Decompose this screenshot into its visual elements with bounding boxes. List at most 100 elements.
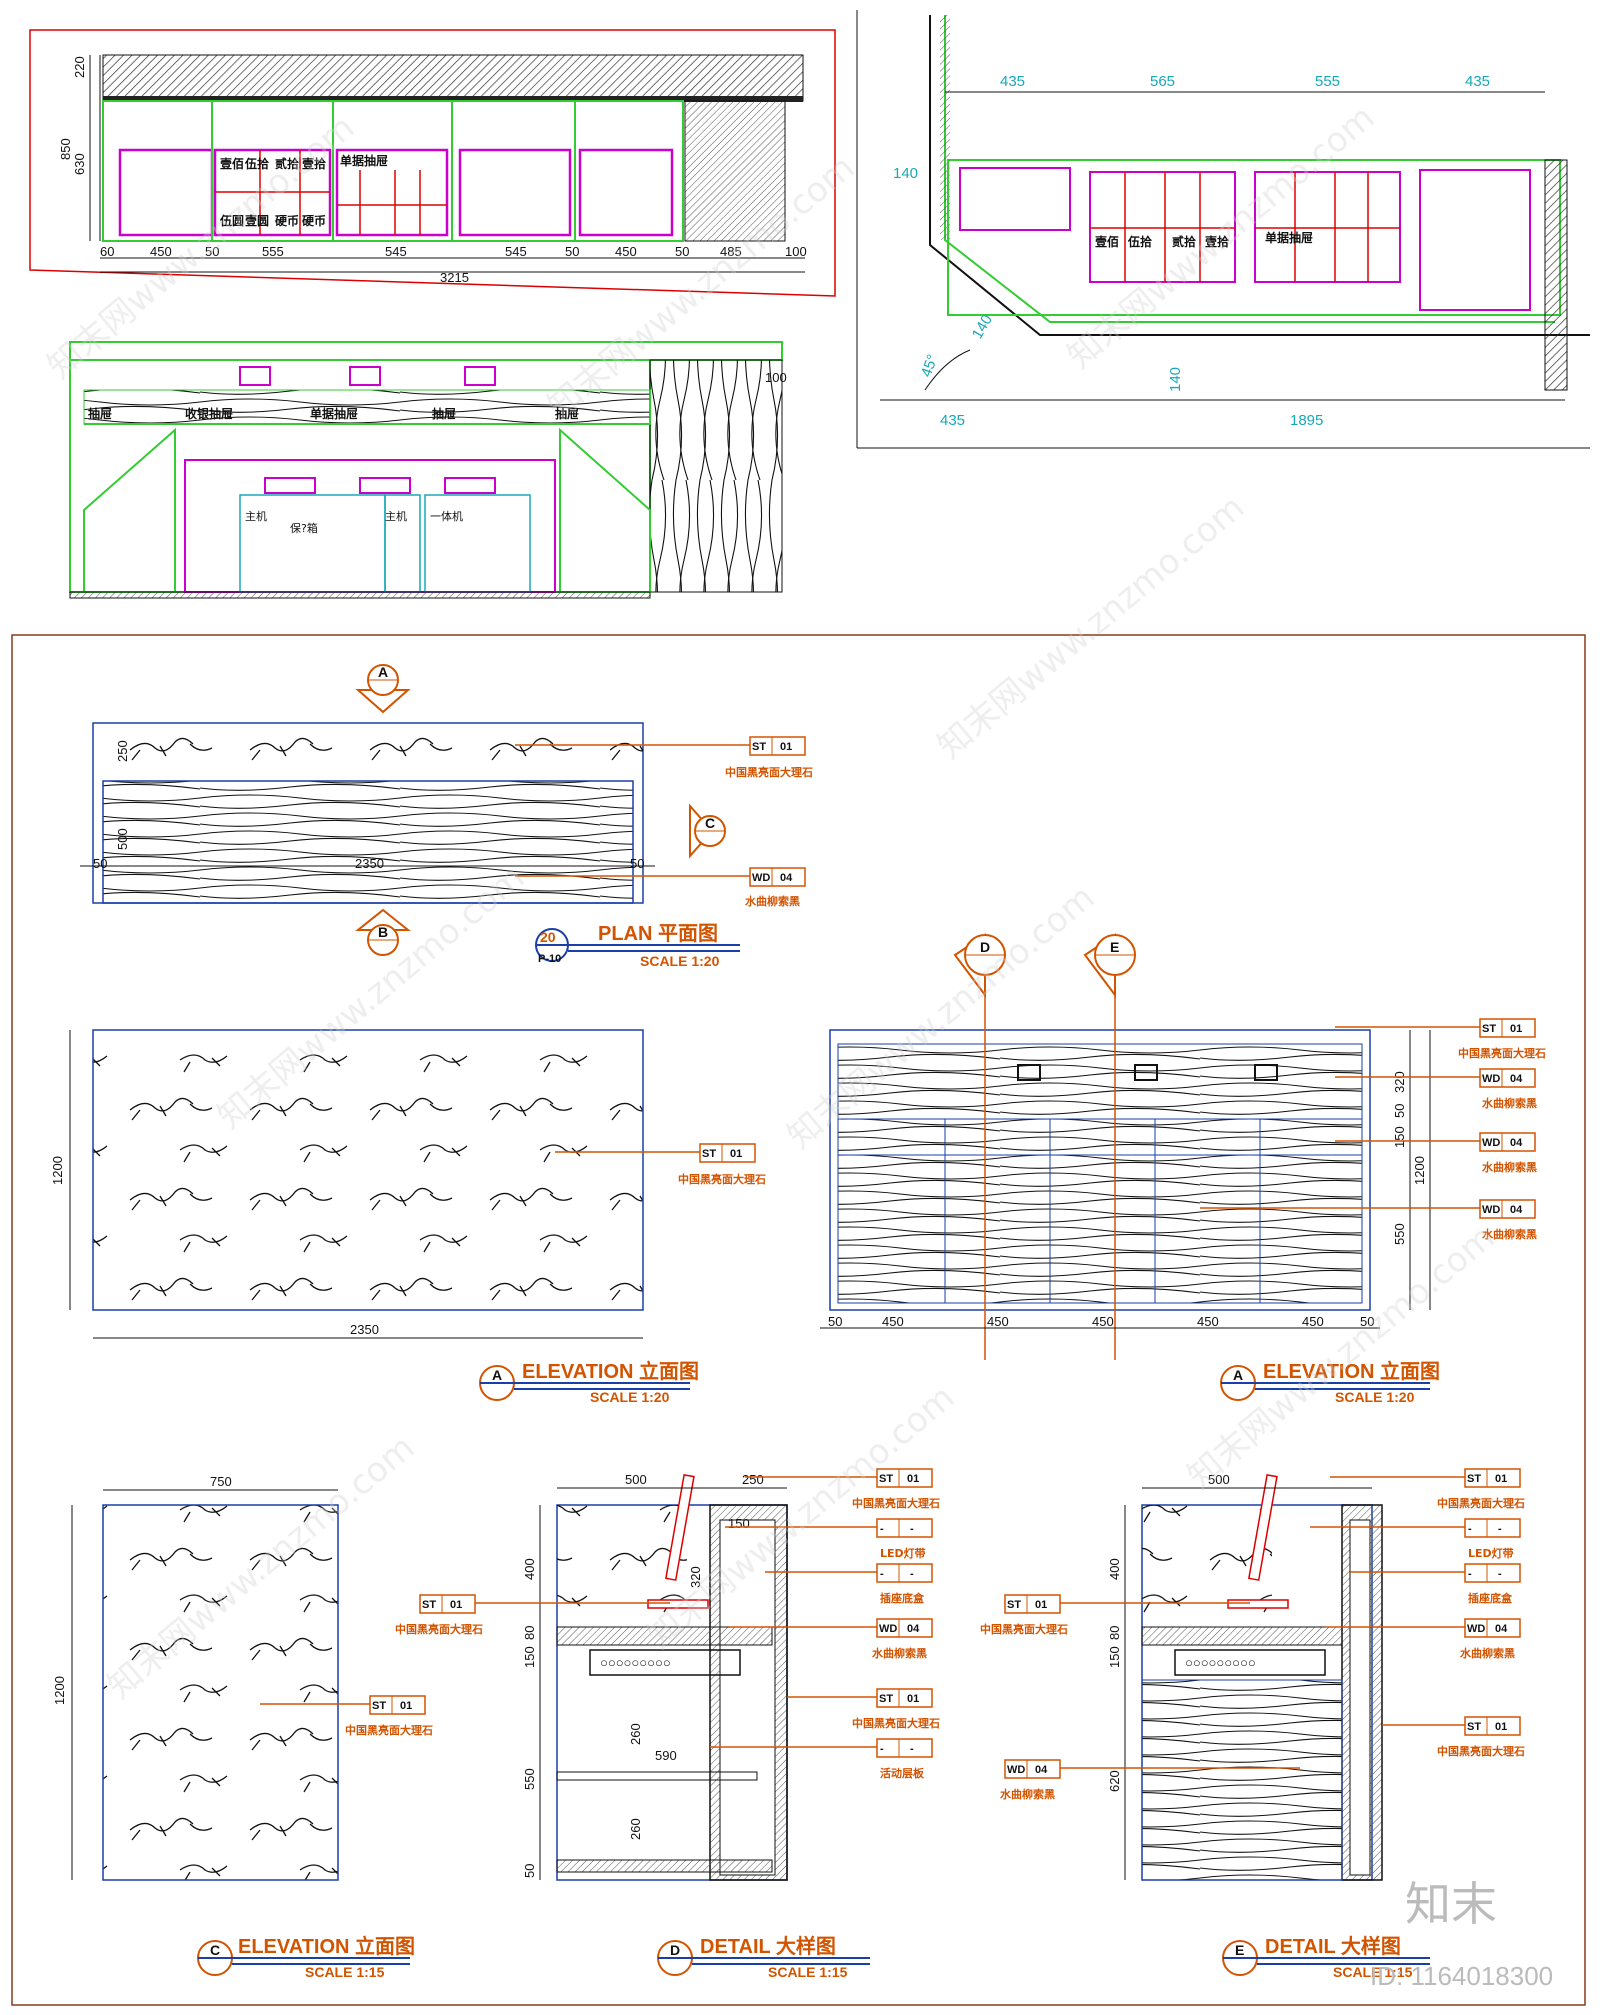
dd-led-dash: - [880,1523,884,1535]
de-led: LED灯带 [1468,1546,1514,1560]
elevation-a-left: 1200 2350 ST 01 中国黑亮面大理石 A ELEVATION 立面图… [50,1029,766,1405]
dd-dim-150a: 150 [522,1646,537,1668]
de-st2-code: ST [1467,1473,1481,1485]
de-scale: SCALE 1:15 [1333,1964,1413,1980]
detail-e: ○○○○○○○○○ 500 400 150 80 620 ST 01 中国黑亮面… [980,1468,1525,1980]
plan-section-A: A [378,664,388,680]
ec-st-num: 01 [400,1700,412,1712]
drawer-text-6: 壹圆 [245,213,269,228]
ea2-st-code: ST [1482,1023,1496,1035]
plan-dim-t3: 555 [1315,73,1340,90]
watermark-logo: 知末 [1405,1877,1497,1931]
plan-drawer-2: 伍拾 [1127,234,1152,249]
de-sock-dash2: - [1498,1568,1502,1580]
ea2-dim-b2: 450 [882,1314,904,1329]
top-left-elevation: 壹佰 伍拾 贰拾 壹拾 伍圆 壹圆 硬币 硬币 单据抽屉 220 850 630… [29,29,836,297]
de-wd1-num: 04 [1035,1764,1048,1776]
dd-socket: 插座底盒 [880,1591,925,1605]
drawer-label: 单据抽屉 [340,153,388,168]
ea1-dim-w: 2350 [350,1322,379,1337]
dim-b10: 485 [720,244,742,259]
dd-wd-desc: 水曲柳索黑 [872,1646,927,1660]
drawer-text-7: 硬币 [275,214,299,228]
de-wd2-desc: 水曲柳索黑 [1460,1646,1515,1660]
ea2-dim-320: 320 [1392,1071,1407,1093]
dd-shelf-dash: - [880,1743,884,1755]
dd-dim-550: 550 [522,1768,537,1790]
equip-2: 保?箱 [290,521,318,535]
de-st3-code: ST [1467,1721,1481,1733]
plan-dim-b2: 1895 [1290,412,1323,429]
plan-title: PLAN 平面图 [598,922,718,945]
dd-shelf: 活动层板 [880,1766,925,1780]
de-dim-80: 80 [1107,1626,1122,1640]
ec-st-desc: 中国黑亮面大理石 [345,1723,433,1737]
plan-title-num: 20 [540,929,556,945]
ea1-scale: SCALE 1:20 [590,1389,670,1405]
dd-st1-desc: 中国黑亮面大理石 [395,1622,483,1636]
ea2-dim-b4: 450 [1092,1314,1114,1329]
ec-scale: SCALE 1:15 [305,1964,385,1980]
drawer-text-8: 硬币 [302,214,326,228]
dim-b3: 50 [205,244,219,259]
ea2-wd3-code: WD [1482,1204,1500,1216]
equip-3: 主机 [385,509,407,523]
ea2-dim-b7: 50 [1360,1314,1374,1329]
dd-dim-500: 500 [625,1472,647,1487]
mid-label-1: 抽屉 [88,406,112,421]
dd-shelf-dash2: - [910,1743,914,1755]
plan-dim-500: 500 [115,828,130,850]
plan-wd-num: 04 [780,872,793,884]
mid-label-5: 抽屉 [555,406,579,421]
dim-b8: 450 [615,244,637,259]
dd-dim-260b: 260 [628,1818,643,1840]
de-title: DETAIL 大样图 [1265,1934,1401,1958]
dd-sock-dash2: - [910,1568,914,1580]
ea2-wd1-desc: 水曲柳索黑 [1482,1096,1537,1110]
plan-st-num: 01 [780,741,792,753]
ea1-bubble: A [492,1367,502,1383]
dd-bubble: D [670,1942,680,1958]
de-dim-150: 150 [1107,1646,1122,1668]
mid-label-4: 抽屉 [432,406,456,421]
ea1-st-code: ST [702,1148,716,1160]
de-wd2-code: WD [1467,1623,1485,1635]
dim-b6: 545 [505,244,527,259]
dim-630: 630 [72,153,87,175]
ea2-dim-1200: 1200 [1412,1156,1427,1185]
elevation-a-right: D E 320 150 50 550 1200 50 450 450 450 4… [820,933,1546,1405]
ea2-wd2-code: WD [1482,1137,1500,1149]
de-wd2-num: 04 [1495,1623,1508,1635]
drawer-text-1: 壹佰 [220,156,244,171]
ea2-wd2-num: 04 [1510,1137,1523,1149]
plan-dim-t2: 565 [1150,73,1175,90]
dd-dim-150b: 150 [728,1516,750,1531]
de-dim-500: 500 [1208,1472,1230,1487]
de-st1-code: ST [1007,1599,1021,1611]
dd-dim-260a: 260 [628,1723,643,1745]
plan-scale: SCALE 1:20 [640,953,720,969]
ea2-wd1-code: WD [1482,1073,1500,1085]
ea2-dim-b6: 450 [1302,1314,1324,1329]
ea2-bubble: A [1233,1367,1243,1383]
dd-dim-400: 400 [522,1558,537,1580]
de-wd1-desc: 水曲柳索黑 [1000,1787,1055,1801]
ea2-dim-b3: 450 [987,1314,1009,1329]
de-st3-desc: 中国黑亮面大理石 [1437,1744,1525,1758]
de-wd1-code: WD [1007,1764,1025,1776]
dim-b9: 50 [675,244,689,259]
de-st2-desc: 中国黑亮面大理石 [1437,1496,1525,1510]
ea2-wd2-desc: 水曲柳索黑 [1482,1160,1537,1174]
plan-dim-b1: 435 [940,412,965,429]
plan-drawer-3: 贰拾 [1172,234,1196,249]
wm-8: 知末网www.znzmo.com [640,1377,962,1656]
de-dim-400: 400 [1107,1558,1122,1580]
ea1-dim-h: 1200 [50,1156,65,1185]
plan-st-desc: 中国黑亮面大理石 [725,765,813,779]
svg-text:○○○○○○○○○: ○○○○○○○○○ [1185,1655,1256,1670]
de-st1-num: 01 [1035,1599,1047,1611]
mid-label-3: 单据抽屉 [310,406,358,421]
dd-st2-desc: 中国黑亮面大理石 [852,1496,940,1510]
plan-dim-140a: 140 [893,165,918,182]
